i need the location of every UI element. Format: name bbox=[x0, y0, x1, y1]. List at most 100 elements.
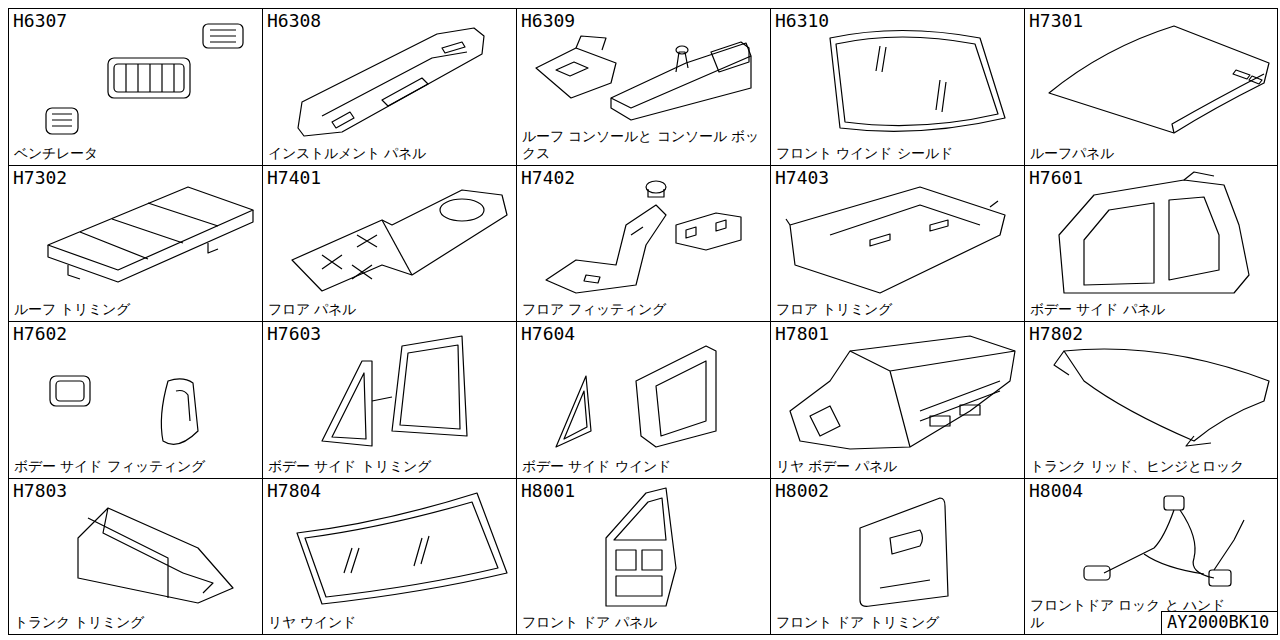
line-art bbox=[676, 46, 688, 54]
group-code: H7403 bbox=[775, 167, 829, 189]
trunk-lid-drawing bbox=[1054, 349, 1269, 446]
line-art bbox=[611, 43, 751, 120]
group-code: H7602 bbox=[13, 323, 67, 345]
ventilator-drawing bbox=[46, 24, 243, 134]
floor-fitting-drawing bbox=[546, 181, 741, 293]
part-group-cell: H7301ルーフパネル bbox=[1024, 8, 1278, 166]
part-group-cell: H7302ルーフ トリミング bbox=[8, 165, 263, 322]
floor-trim-drawing bbox=[786, 187, 1005, 293]
line-art bbox=[850, 351, 1015, 447]
line-art bbox=[616, 576, 662, 596]
part-group-cell: H7803トランク トリミング bbox=[8, 478, 263, 635]
line-art bbox=[1184, 172, 1214, 180]
line-art bbox=[48, 187, 253, 270]
part-group-cell: H7602 ボデー サイド フィッティング bbox=[8, 321, 263, 479]
part-group-cell: H6308インストルメント パネル bbox=[262, 8, 517, 166]
line-art bbox=[203, 24, 243, 48]
line-art bbox=[1059, 180, 1249, 293]
line-art bbox=[176, 391, 190, 422]
rear-window-drawing bbox=[297, 493, 507, 604]
line-art bbox=[1049, 26, 1269, 133]
part-name: ボデー サイド パネル bbox=[1030, 301, 1165, 318]
floor-panel-drawing bbox=[292, 190, 507, 291]
line-art bbox=[642, 550, 662, 570]
line-art bbox=[830, 205, 980, 235]
rear-body-panel-drawing bbox=[790, 336, 1015, 449]
body-side-window-drawing bbox=[556, 346, 716, 447]
part-group-cell: H7801リヤ ボデー パネル bbox=[770, 321, 1025, 479]
body-side-fitting-drawing bbox=[50, 376, 198, 444]
group-code: H6309 bbox=[521, 10, 575, 32]
line-art bbox=[1164, 496, 1184, 510]
group-code: H8001 bbox=[521, 480, 575, 502]
line-art bbox=[372, 397, 392, 401]
line-art bbox=[546, 205, 666, 293]
line-art bbox=[161, 379, 198, 444]
part-name: ボデー サイド ウインド bbox=[522, 458, 671, 475]
line-art bbox=[1084, 566, 1110, 580]
line-art bbox=[880, 580, 930, 588]
line-art bbox=[322, 235, 377, 279]
figure-number: AY2000BK10 bbox=[1162, 612, 1277, 632]
line-art bbox=[344, 536, 429, 573]
line-art bbox=[606, 488, 676, 606]
line-art bbox=[576, 36, 606, 50]
part-group-cell: H7601ボデー サイド パネル bbox=[1024, 165, 1278, 322]
door-panel-drawing bbox=[606, 488, 676, 606]
line-art bbox=[332, 373, 366, 439]
group-code: H7604 bbox=[521, 323, 575, 345]
line-art bbox=[870, 220, 948, 246]
group-code: H7803 bbox=[13, 480, 67, 502]
line-art bbox=[56, 381, 84, 401]
line-art bbox=[1144, 520, 1244, 574]
line-art bbox=[1172, 74, 1264, 133]
line-art bbox=[656, 361, 706, 436]
part-name: インストルメント パネル bbox=[268, 145, 426, 162]
line-art bbox=[1064, 349, 1269, 441]
group-code: H6310 bbox=[775, 10, 829, 32]
line-art bbox=[322, 361, 372, 446]
line-art bbox=[890, 530, 923, 554]
line-art bbox=[920, 381, 1000, 421]
body-side-panel-drawing bbox=[1059, 172, 1249, 293]
line-art bbox=[648, 189, 664, 197]
line-art bbox=[711, 42, 749, 72]
line-art bbox=[646, 181, 666, 193]
part-name: ルーフ コンソールと コンソール ボックス bbox=[522, 128, 764, 162]
group-code: H7804 bbox=[267, 480, 321, 502]
line-art bbox=[382, 220, 412, 275]
line-art bbox=[930, 416, 950, 426]
part-name: フロア トリミング bbox=[776, 301, 892, 318]
door-lock-handle-drawing bbox=[1084, 496, 1244, 586]
line-art bbox=[960, 405, 980, 415]
line-art bbox=[810, 406, 840, 436]
line-art bbox=[332, 112, 354, 128]
line-art bbox=[382, 78, 428, 106]
part-name: ボデー サイド フィッティング bbox=[14, 458, 205, 475]
part-name: フロア パネル bbox=[268, 301, 356, 318]
part-group-cell: H7804リヤ ウインド bbox=[262, 478, 517, 635]
line-art bbox=[860, 498, 948, 606]
line-art bbox=[556, 376, 591, 447]
line-art bbox=[611, 56, 751, 108]
line-art bbox=[48, 210, 253, 282]
part-name: ルーフパネル bbox=[1030, 145, 1114, 162]
line-art bbox=[46, 108, 78, 134]
line-art bbox=[1233, 70, 1262, 84]
line-art bbox=[68, 243, 218, 279]
line-art bbox=[790, 187, 1005, 293]
line-art bbox=[440, 199, 484, 221]
line-art bbox=[876, 46, 946, 112]
line-art bbox=[556, 62, 588, 76]
line-art bbox=[830, 31, 1005, 132]
part-name: フロント ドア パネル bbox=[522, 614, 657, 631]
instrument-panel-drawing bbox=[298, 28, 484, 136]
line-art bbox=[1209, 570, 1231, 586]
part-name: リヤ ボデー パネル bbox=[776, 458, 897, 475]
roof-trim-drawing bbox=[48, 187, 253, 282]
line-art bbox=[686, 220, 726, 238]
line-art bbox=[297, 493, 507, 604]
part-group-cell: H7403 フロア トリミング bbox=[770, 165, 1025, 322]
line-art bbox=[108, 58, 190, 98]
